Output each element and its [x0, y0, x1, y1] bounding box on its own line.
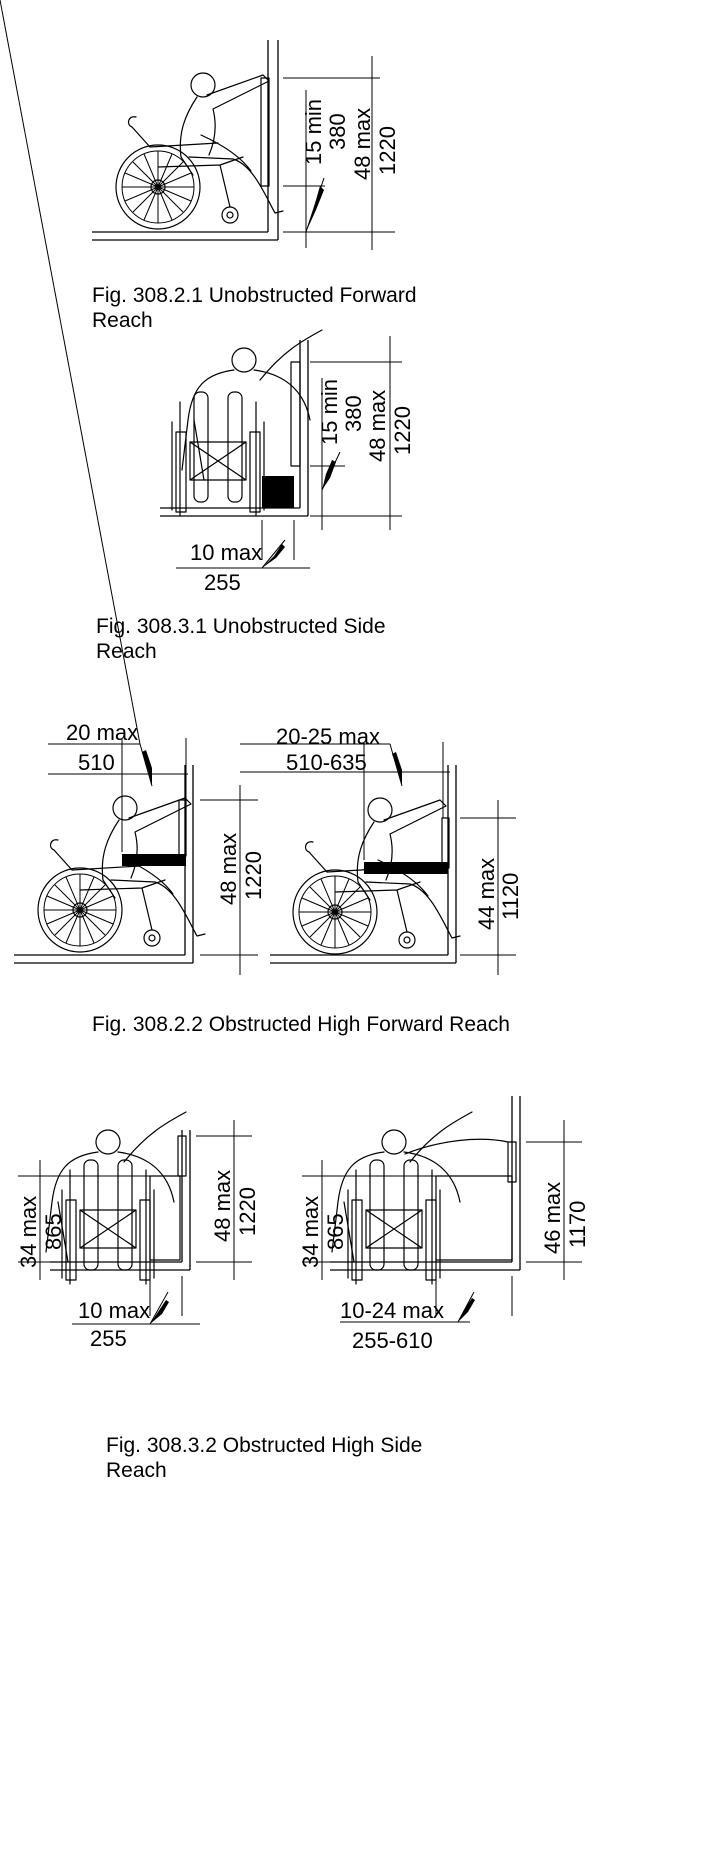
fig2-dim-15-min: 15 min: [317, 379, 342, 445]
fig4-left-dim-1220: 1220: [235, 1187, 260, 1236]
fig-308-3-2-caption: Fig. 308.3.2 Obstructed High Side Reach: [106, 1434, 423, 1482]
fig-308-2-2-right-drawing: 20-25 max 510-635 44 max 1120: [240, 724, 523, 975]
fig-308-3-2-left-drawing: 34 max 865 48 max 1220 10 max 255: [16, 1111, 260, 1351]
fig2-dim-1220: 1220: [390, 406, 415, 455]
fig1-dim-48-max: 48 max: [350, 108, 375, 180]
fig1-dim-15-min: 15 min: [301, 99, 326, 165]
fig3-right-dim-20-25-max: 20-25 max: [276, 724, 380, 749]
fig4-left-dim-34-max: 34 max: [16, 1196, 41, 1268]
fig-308-2-1-caption: Fig. 308.2.1 Unobstructed Forward Reach: [92, 284, 417, 332]
fig-308-3-1-caption: Fig. 308.3.1 Unobstructed Side Reach: [96, 615, 386, 663]
fig2-dim-380: 380: [341, 395, 366, 432]
fig4-right-dim-34-max: 34 max: [298, 1196, 323, 1268]
fig4-left-dim-10-max: 10 max: [78, 1298, 150, 1323]
fig-308-2-2-caption: Fig. 308.2.2 Obstructed High Forward Rea…: [92, 1013, 510, 1036]
fig1-dim-1220: 1220: [375, 126, 400, 175]
fig-308-3-2-right-drawing: 34 max 865 46 max 1170 10-24 max 255-610: [298, 1096, 590, 1353]
fig4-left-dim-255: 255: [90, 1326, 127, 1351]
fig4-right-dim-255-610: 255-610: [352, 1328, 433, 1353]
fig3-right-dim-510-635: 510-635: [286, 750, 367, 775]
fig-308-3-1-drawing: 15 min 380 48 max 1220 10 max 255: [160, 329, 415, 595]
fig2-dim-48-max: 48 max: [365, 390, 390, 462]
fig4-right-dim-46-max: 46 max: [540, 1182, 565, 1254]
fig3-left-dim-20-max: 20 max: [66, 720, 138, 745]
fig1-dim-380: 380: [325, 113, 350, 150]
fig4-left-dim-865: 865: [41, 1213, 66, 1250]
fig-308-2-2-left-drawing: 20 max 510 48 max 1220: [0, 0, 266, 975]
fig-308-2-1-drawing: 15 min 380 48 max 1220: [92, 40, 400, 250]
fig4-right-dim-865: 865: [323, 1213, 348, 1250]
fig2-dim-255: 255: [204, 570, 241, 595]
fig3-right-dim-44-max: 44 max: [474, 858, 499, 930]
fig2-dim-10-max: 10 max: [190, 540, 262, 565]
fig3-left-dim-1220: 1220: [241, 851, 266, 900]
fig3-left-dim-510: 510: [78, 750, 115, 775]
fig3-left-dim-48-max: 48 max: [216, 833, 241, 905]
fig4-right-dim-1170: 1170: [565, 1201, 590, 1248]
fig4-right-dim-10-24-max: 10-24 max: [340, 1298, 444, 1323]
fig3-right-dim-1120: 1120: [498, 873, 523, 920]
fig4-left-dim-48-max: 48 max: [210, 1170, 235, 1242]
